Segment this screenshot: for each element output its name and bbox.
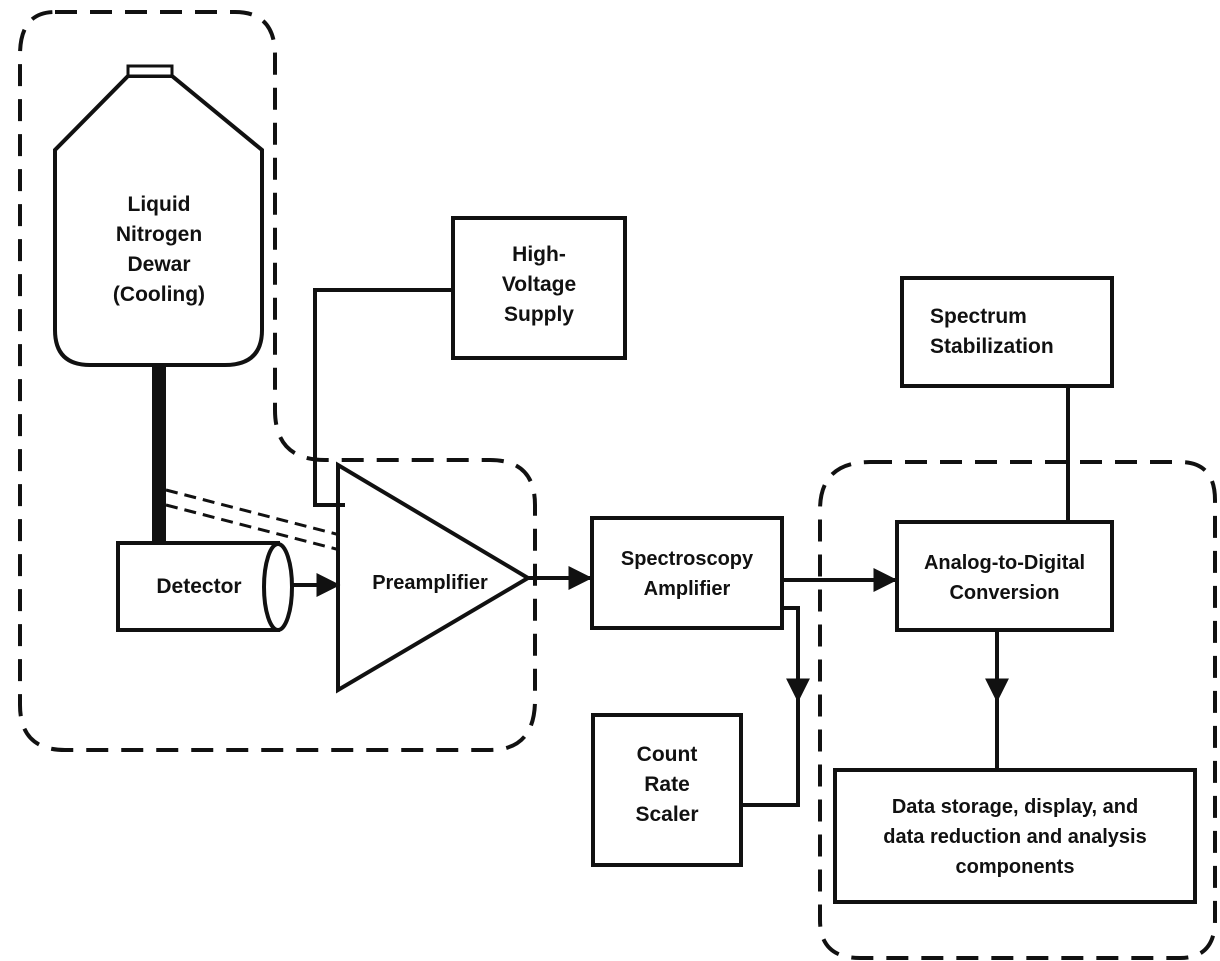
count-rate-scaler-label-line: Scaler <box>635 803 699 826</box>
high-voltage-label-line: Voltage <box>501 273 577 296</box>
detector-label: Detector <box>124 572 274 602</box>
dashed-enclosure-detector <box>18 10 537 752</box>
spectrum-stabilization-label: Spectrum Stabilization <box>908 302 1130 362</box>
cooling-link-line <box>165 503 341 552</box>
dewar-label-line: Liquid <box>127 193 191 216</box>
data-storage-box <box>833 768 1197 904</box>
detector-body <box>116 541 280 632</box>
detector-label-line: Detector <box>156 575 242 598</box>
dewar-label-line: (Cooling) <box>112 283 206 306</box>
count-rate-scaler-label-line: Rate <box>644 773 690 796</box>
spectrum-stabilization-label-line: Spectrum <box>930 305 1027 328</box>
high-voltage-box <box>451 216 627 360</box>
spectrum-stabilization-label-line: Stabilization <box>930 335 1054 358</box>
hv-supply-line <box>313 288 453 507</box>
cold-finger <box>152 365 166 545</box>
spectroscopy-amplifier-box <box>590 516 784 630</box>
count-rate-scaler-label: Count Rate Scaler <box>595 740 739 830</box>
data-storage-label-line: data reduction and analysis <box>883 826 1147 848</box>
dashed-enclosure-adc <box>818 460 1217 960</box>
high-voltage-label-line: Supply <box>503 303 574 326</box>
spectroscopy-amplifier-label-line: Amplifier <box>643 578 731 600</box>
high-voltage-label-line: High- <box>512 243 566 266</box>
amplifier-to-scaler-line <box>742 606 800 807</box>
adc-label-line: Conversion <box>949 582 1060 604</box>
spectroscopy-amplifier-label-line: Spectroscopy <box>620 548 754 570</box>
preamplifier-label: Preamplifier <box>350 568 510 598</box>
spectrum-stabilization-box <box>900 276 1114 388</box>
data-storage-label: Data storage, display, and data reductio… <box>837 792 1193 882</box>
dewar-shape <box>53 74 264 367</box>
adc-label-line: Analog-to-Digital <box>923 552 1086 574</box>
preamplifier-label-line: Preamplifier <box>372 572 488 594</box>
data-storage-label-line: components <box>955 856 1075 878</box>
high-voltage-label: High- Voltage Supply <box>455 240 623 330</box>
cooling-link-line <box>165 488 341 537</box>
count-rate-scaler-box <box>591 713 743 867</box>
count-rate-scaler-label-line: Count <box>636 743 698 766</box>
dewar-label-line: Dewar <box>127 253 191 276</box>
dewar-neck <box>126 64 174 78</box>
data-storage-label-line: Data storage, display, and <box>891 796 1139 818</box>
adc-label: Analog-to-Digital Conversion <box>899 548 1110 608</box>
dewar-label-line: Nitrogen <box>115 223 203 246</box>
spectroscopy-amplifier-label: Spectroscopy Amplifier <box>594 544 780 604</box>
dewar-label: Liquid Nitrogen Dewar (Cooling) <box>78 190 240 310</box>
adc-box <box>895 520 1114 632</box>
